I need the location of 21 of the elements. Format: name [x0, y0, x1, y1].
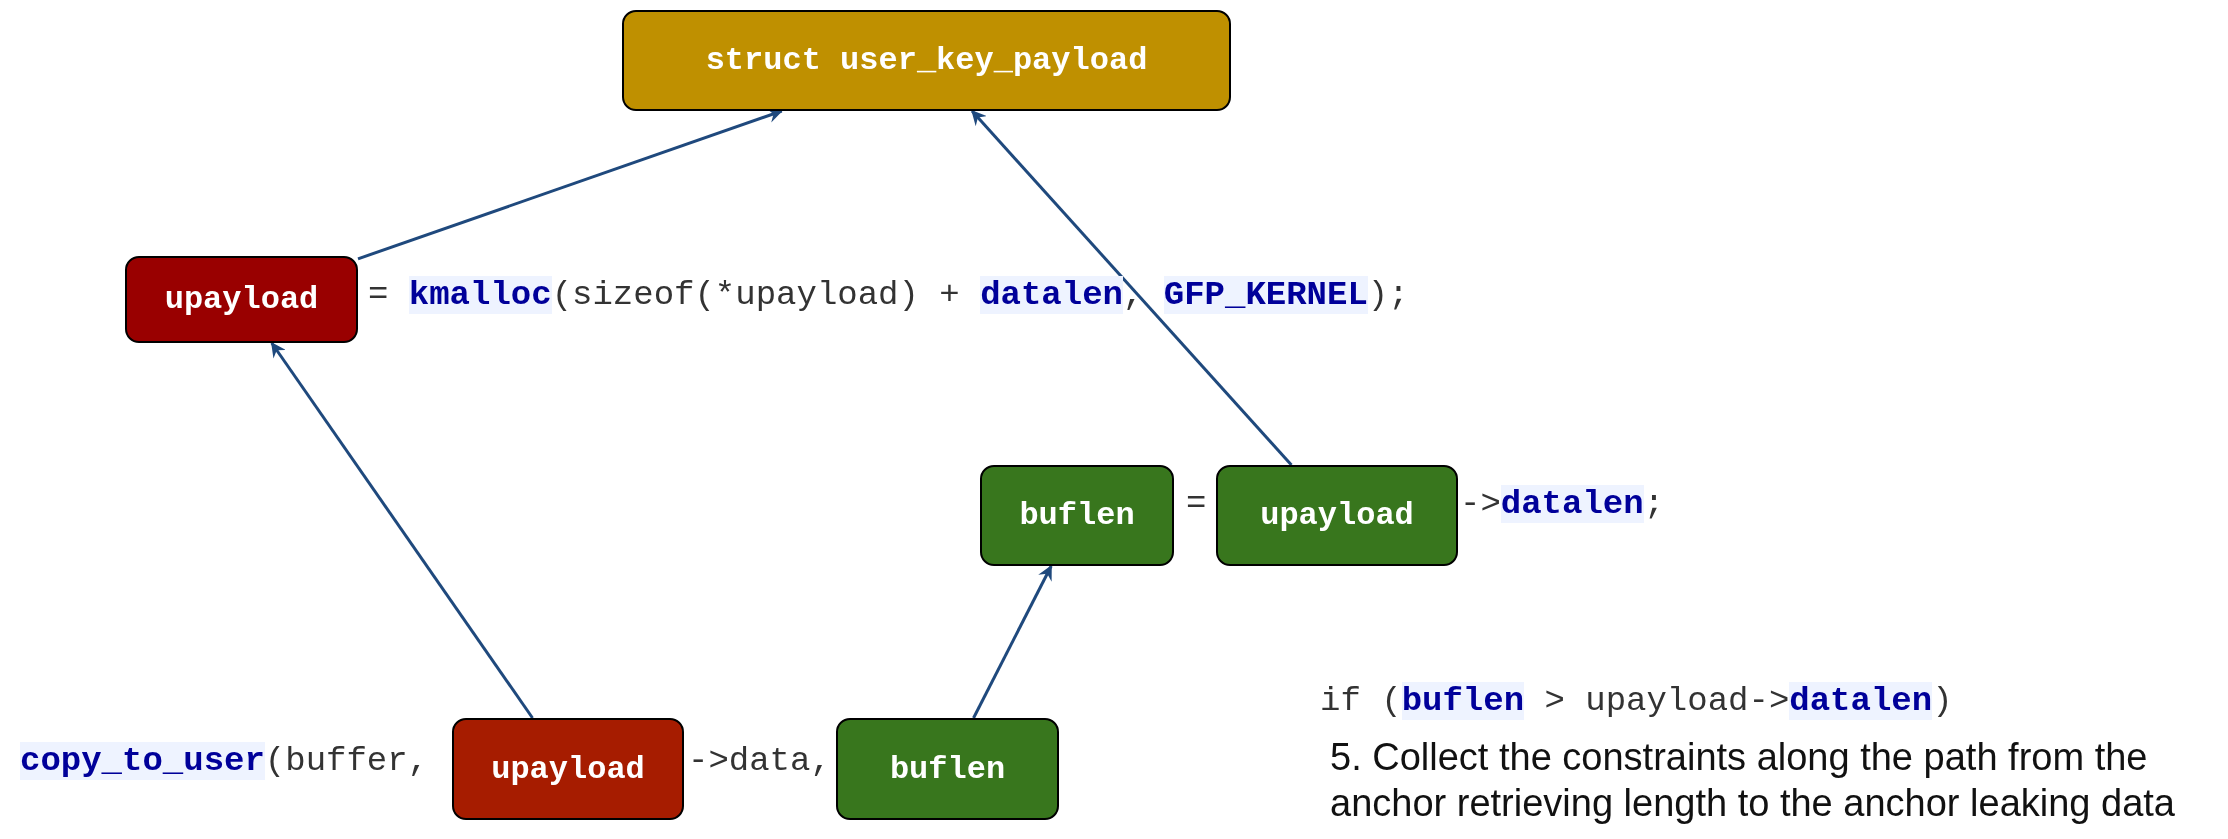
- arrow: [972, 564, 1053, 719]
- step-description: 5. Collect the constraints along the path from the anchor retrieving length to the anchor leaking data: [1330, 735, 2176, 826]
- variable-box: [836, 718, 1059, 820]
- code-text: =: [1186, 485, 1207, 523]
- variable-name: upayload: [491, 750, 645, 788]
- variable-name: upayload: [164, 281, 319, 318]
- code-text: ->data,: [688, 742, 831, 780]
- arrow: [970, 110, 1293, 466]
- variable-name: upayload: [1260, 497, 1414, 534]
- variable-box: [980, 465, 1174, 566]
- variable-name: buflen: [889, 750, 1006, 788]
- variable-name: struct user_key_payload: [705, 42, 1148, 79]
- variable-box: [1216, 465, 1458, 566]
- variable-box: [125, 256, 358, 343]
- code-text: if (buflen > upayload->datalen): [1320, 682, 1953, 720]
- variable-name: buflen: [1019, 497, 1135, 534]
- code-text: = kmalloc(sizeof(*upayload) + datalen, GFP_KERNEL);: [368, 276, 1409, 314]
- variable-box: [622, 10, 1231, 111]
- arrow: [357, 108, 783, 261]
- variable-box: [452, 718, 684, 820]
- arrow: [270, 341, 534, 719]
